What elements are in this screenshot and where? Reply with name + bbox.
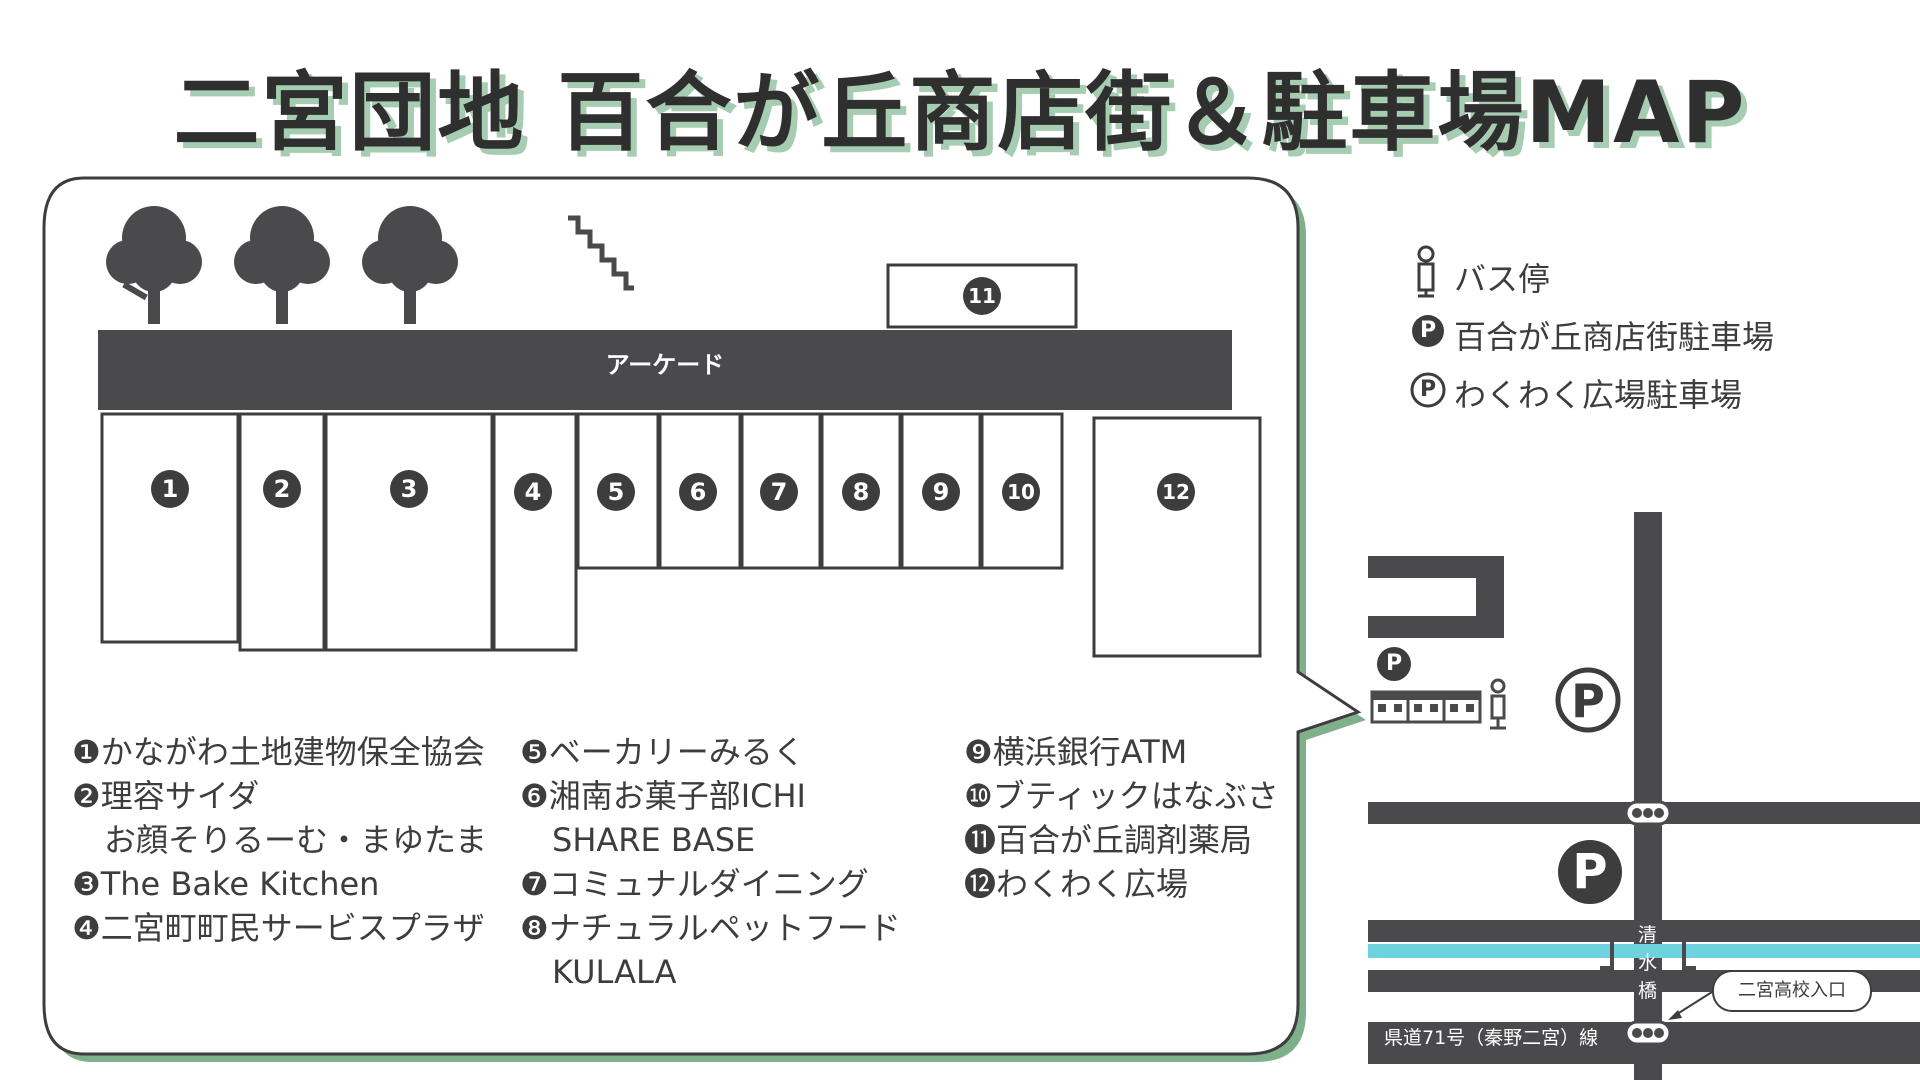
shop-boxes <box>100 412 1262 658</box>
river <box>1368 944 1920 958</box>
shopping-parking-icon <box>1377 647 1411 681</box>
school-entrance-label: 二宮高校入口 <box>1712 970 1872 1012</box>
parking-letter: P <box>1385 651 1403 676</box>
store-list-item: ❺ベーカリーみるく <box>520 733 805 771</box>
shop-number: 8 <box>842 473 880 511</box>
store-list-item: SHARE BASE <box>520 821 756 859</box>
shop-number: 7 <box>760 473 798 511</box>
store-list-item: ❷理容サイダ <box>72 777 260 815</box>
store-list-item: KULALA <box>520 953 677 991</box>
store-list-item: お顔そりるーむ・まゆたま <box>72 821 488 859</box>
tree-icon <box>234 206 330 324</box>
legend-shopping-parking: 百合が丘商店街駐車場 <box>1454 318 1775 356</box>
shop-number: 11 <box>963 277 1001 315</box>
shop-number: 2 <box>263 470 301 508</box>
store-list-item: ❻湘南お菓子部ICHI <box>520 777 806 815</box>
shop-number: 4 <box>514 473 552 511</box>
store-list-item: ❿ブティックはなぶさ <box>964 777 1279 815</box>
shop-number: 6 <box>679 473 717 511</box>
bridge-label: 水 <box>1638 952 1658 974</box>
road-label: 県道71号（秦野二宮）線 <box>1384 1027 1599 1049</box>
store-list-item: ❶かながわ土地建物保全協会 <box>72 733 485 771</box>
shop-number: 10 <box>1002 473 1040 511</box>
shopping-parking-icon <box>1558 840 1622 904</box>
store-list-item: ⓬わくわく広場 <box>964 865 1189 903</box>
store-list-item: ❸The Bake Kitchen <box>72 865 380 903</box>
bus-stop-icon <box>1417 245 1435 298</box>
store-list-item: ❹二宮町町民サービスプラザ <box>72 909 485 947</box>
shopping-parking-icon <box>1412 315 1444 347</box>
arcade-label: アーケード <box>605 351 725 379</box>
arcade-bar <box>98 330 1232 410</box>
shop-number: 1 <box>151 470 189 508</box>
parking-letter: P <box>1419 377 1437 402</box>
shop-number: 3 <box>390 470 428 508</box>
bus-stop-icon <box>1490 678 1506 730</box>
shop-number: 12 <box>1157 473 1195 511</box>
parking-letter: P <box>1572 844 1608 900</box>
parking-letter: P <box>1419 318 1437 343</box>
store-list-item: ⓫百合が丘調剤薬局 <box>964 821 1253 859</box>
shop-number: 5 <box>597 473 635 511</box>
tree-icon <box>106 206 202 324</box>
stairs-icon <box>568 215 634 291</box>
shop-number: 9 <box>922 473 960 511</box>
tree-icon <box>362 206 458 324</box>
wakuwaku-parking-icon <box>1555 667 1621 733</box>
store-list-item: ❾横浜銀行ATM <box>964 733 1188 771</box>
store-list-item: ❽ナチュラルペットフード <box>520 909 901 947</box>
page-title: 二宮団地 百合が丘商店街＆駐車場MAP <box>173 63 1747 163</box>
wakuwaku-parking-icon <box>1410 372 1446 408</box>
traffic-light-icon <box>1624 800 1672 826</box>
parking-letter: P <box>1571 674 1605 728</box>
bridge-label: 橋 <box>1638 980 1658 1002</box>
legend-wakuwaku-parking: わくわく広場駐車場 <box>1454 376 1743 414</box>
bridge-label: 清 <box>1638 924 1658 946</box>
traffic-light-icon <box>1624 1020 1672 1046</box>
legend-bus-stop: バス停 <box>1454 260 1551 298</box>
store-list-item: ❼コミュナルダイニング <box>520 865 869 903</box>
